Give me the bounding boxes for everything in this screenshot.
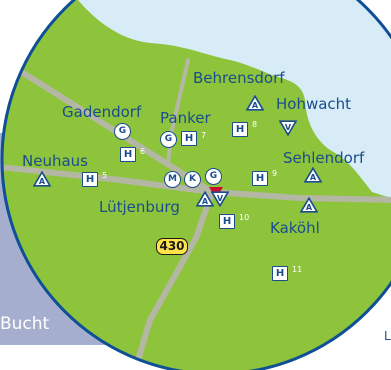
label-sehlendorf: Sehlendorf — [283, 149, 365, 167]
hotel-marker-10[interactable]: H — [219, 214, 235, 229]
hotel-number-6: 6 — [140, 147, 146, 156]
triangle-letter: A — [39, 177, 46, 186]
campsite-triangle-icon[interactable]: A — [33, 171, 51, 187]
triangle-letter: A — [310, 173, 317, 182]
hotel-marker-9[interactable]: H — [252, 171, 268, 186]
triangle-letter: A — [306, 203, 313, 212]
sea-area — [60, 0, 391, 198]
triangle-letter: V — [217, 194, 224, 203]
triangle-letter: A — [202, 197, 209, 206]
label-gadendorf: Gadendorf — [62, 103, 142, 121]
label-edge-l: L — [384, 329, 391, 343]
circle-marker-g-gadendorf[interactable]: G — [114, 123, 131, 140]
campsite-triangle-icon[interactable]: A — [246, 95, 264, 111]
circle-marker-m[interactable]: M — [164, 171, 181, 188]
hotel-number-8: 8 — [252, 120, 258, 129]
hotel-marker-7[interactable]: H — [181, 131, 197, 146]
hotel-number-5: 5 — [102, 171, 108, 180]
lookout-triangle-icon[interactable]: V — [279, 120, 297, 136]
campsite-triangle-icon[interactable]: A — [300, 197, 318, 213]
hotel-marker-8[interactable]: H — [232, 122, 248, 137]
triangle-letter: A — [252, 101, 259, 110]
circle-marker-g-luetjenburg[interactable]: G — [205, 168, 222, 185]
road-northwest — [2, 49, 215, 195]
road-430 — [132, 189, 215, 370]
label-bucht: Bucht — [0, 314, 50, 334]
label-hohwacht: Hohwacht — [276, 95, 352, 113]
hotel-marker-11[interactable]: H — [272, 266, 288, 281]
label-kakoehl: Kaköhl — [270, 219, 320, 237]
triangle-letter: V — [285, 123, 292, 132]
hotel-number-10: 10 — [239, 213, 250, 222]
hotel-marker-5[interactable]: H — [82, 172, 98, 187]
label-luetjenburg: Lütjenburg — [99, 198, 180, 216]
hotel-number-11: 11 — [292, 265, 303, 274]
hotel-number-7: 7 — [201, 131, 207, 140]
label-neuhaus: Neuhaus — [22, 152, 88, 170]
label-behrensdorf: Behrensdorf — [193, 69, 285, 87]
label-panker: Panker — [160, 109, 211, 127]
road-to-panker — [166, 58, 190, 164]
lookout-triangle-icon[interactable]: V — [211, 191, 229, 207]
road-shield-430: 430 — [156, 238, 188, 255]
hotel-number-9: 9 — [272, 169, 278, 178]
campsite-triangle-icon[interactable]: A — [196, 191, 214, 207]
circle-marker-g-panker[interactable]: G — [160, 131, 177, 148]
circle-marker-k[interactable]: K — [184, 171, 201, 188]
campsite-triangle-icon[interactable]: A — [304, 167, 322, 183]
hotel-marker-6[interactable]: H — [120, 147, 136, 162]
